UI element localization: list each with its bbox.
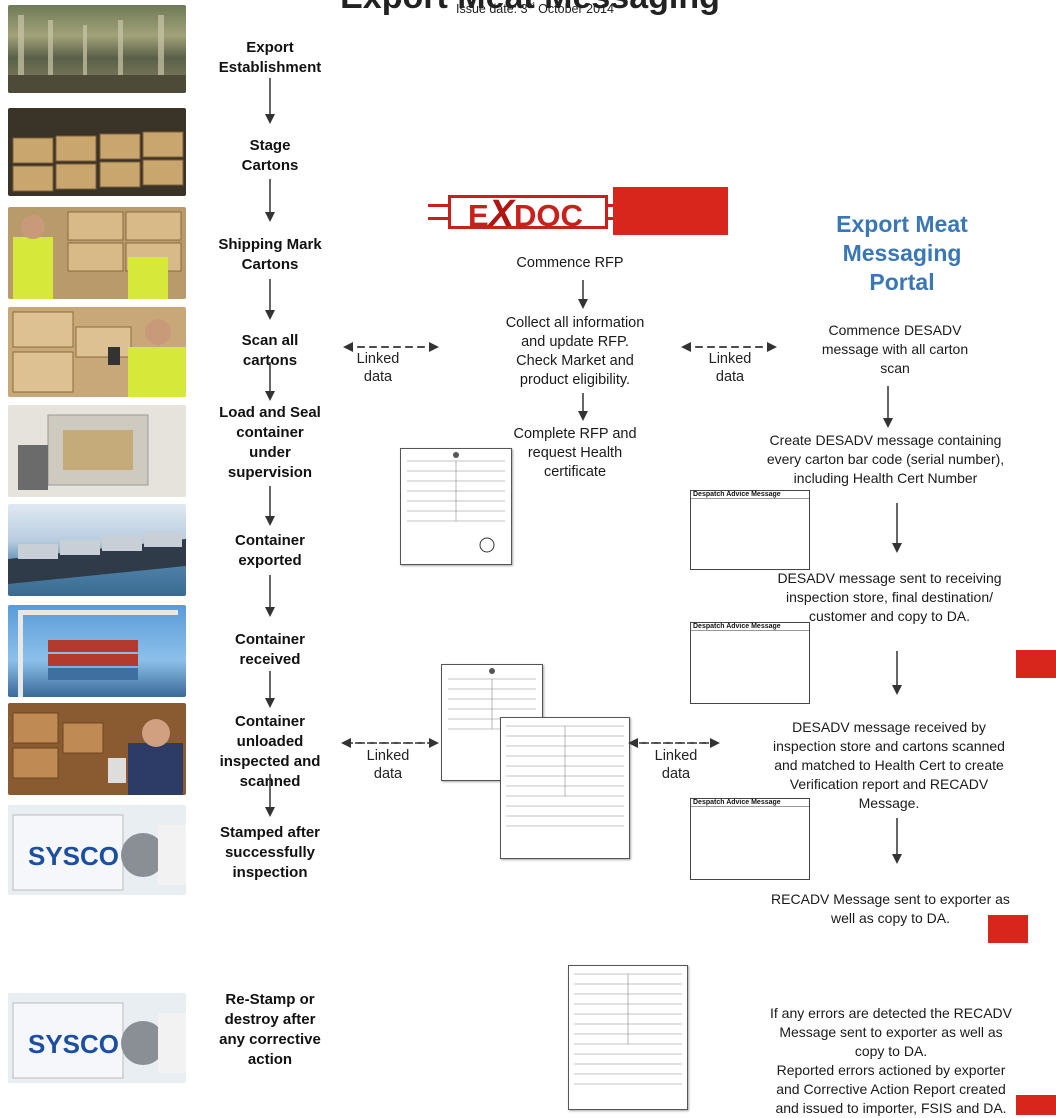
stacked-cartons-photo bbox=[8, 108, 186, 196]
exdoc-step-complete-rfp: Complete RFP and request Health certific… bbox=[513, 426, 637, 480]
page-title: Export Meat Messaging bbox=[320, 0, 740, 17]
portal-step-commence-desadv: Commence DESADV message with all carton … bbox=[821, 322, 969, 376]
issue-date: Issue date: 3rd October 2014 bbox=[456, 1, 614, 16]
restamp-photo: SYSCO bbox=[8, 993, 186, 1083]
portal-title: Export Meat Messaging Portal bbox=[836, 211, 968, 295]
scanning-cartons-photo bbox=[8, 307, 186, 397]
stage-export-establishment: Export Establishment bbox=[218, 39, 322, 76]
svg-text:SYSCO: SYSCO bbox=[28, 1029, 119, 1059]
linked-data-label-2: Linked data bbox=[708, 351, 752, 385]
despatch-advice-title-1: Despatch Advice Message bbox=[691, 491, 809, 499]
stage-load-seal: Load and Seal container under supervisio… bbox=[219, 404, 321, 481]
warehouse-photo bbox=[8, 5, 186, 93]
stage-container-received: Container received bbox=[234, 631, 305, 668]
exdoc-logo-doc: DOC bbox=[514, 198, 583, 233]
cargo-ship-photo bbox=[8, 504, 186, 596]
exdoc-step-commence-rfp: Commence RFP bbox=[516, 255, 624, 271]
gov-logo-icon bbox=[613, 187, 728, 235]
svg-text:SYSCO: SYSCO bbox=[28, 841, 119, 871]
despatch-advice-message-3: Despatch Advice Message bbox=[690, 798, 810, 880]
verification-report-thumbnail bbox=[500, 717, 630, 859]
stage-scan-cartons: Scan all cartons bbox=[241, 332, 299, 369]
exdoc-logo-e: E bbox=[468, 198, 489, 233]
da-logo-icon-3 bbox=[1016, 1095, 1056, 1115]
stage-stamped: Stamped after successfully inspection bbox=[219, 824, 321, 881]
despatch-advice-title-3: Despatch Advice Message bbox=[691, 799, 809, 807]
portal-step-create-desadv: Create DESADV message containing every c… bbox=[766, 432, 1005, 486]
health-certificate-thumbnail bbox=[400, 448, 512, 565]
stage-shipping-mark: Shipping Mark Cartons bbox=[218, 236, 322, 273]
issue-date-suffix: October 2014 bbox=[534, 2, 614, 17]
stage-container-unloaded: Container unloaded inspected and scanned bbox=[219, 713, 321, 790]
portal-step-desadv-received: DESADV message received by inspection st… bbox=[773, 719, 1005, 811]
stage-restamp: Re-Stamp or destroy after any corrective… bbox=[219, 991, 321, 1068]
despatch-advice-message-1: Despatch Advice Message bbox=[690, 490, 810, 570]
marking-cartons-photo bbox=[8, 207, 186, 299]
linked-data-label-4: Linked data bbox=[654, 748, 698, 782]
issue-date-sup: rd bbox=[527, 1, 535, 10]
da-logo-icon-2 bbox=[988, 915, 1028, 943]
stage-container-exported: Container exported bbox=[234, 532, 305, 569]
issue-date-prefix: Issue date: 3 bbox=[456, 2, 528, 17]
despatch-advice-title-2: Despatch Advice Message bbox=[691, 623, 809, 631]
portal-step-errors: If any errors are detected the RECADV Me… bbox=[770, 1005, 1012, 1116]
linked-data-label-3: Linked data bbox=[366, 748, 410, 782]
stamping-photo: SYSCO bbox=[8, 805, 186, 895]
portal-step-recadv-sent: RECADV Message sent to exporter as well … bbox=[771, 891, 1010, 926]
portal-step-desadv-sent: DESADV message sent to receiving inspect… bbox=[777, 570, 1002, 624]
exdoc-step-collect-info: Collect all information and update RFP. … bbox=[505, 315, 645, 388]
exdoc-logo: EXDOC bbox=[428, 187, 728, 235]
da-logo-icon-1 bbox=[1016, 650, 1056, 678]
container-loading-photo bbox=[8, 405, 186, 497]
port-crane-photo bbox=[8, 605, 186, 697]
corrective-action-report-thumbnail bbox=[568, 965, 688, 1110]
exdoc-logo-x: X bbox=[488, 193, 515, 235]
linked-data-label-1: Linked data bbox=[356, 351, 400, 385]
inspector-photo bbox=[8, 703, 186, 795]
stage-stage-cartons: Stage Cartons bbox=[241, 137, 299, 174]
despatch-advice-message-2: Despatch Advice Message bbox=[690, 622, 810, 704]
